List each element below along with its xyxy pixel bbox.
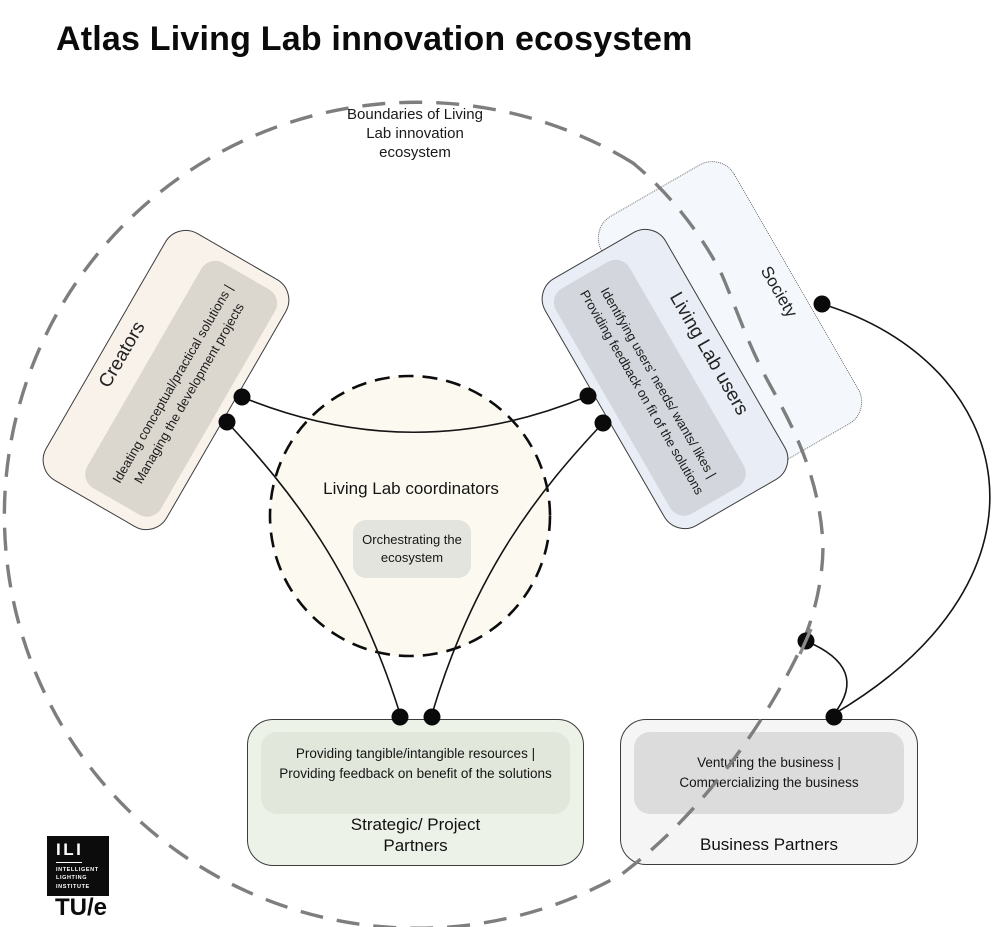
boundary-label: Boundaries of Living Lab innovation ecos… (322, 105, 508, 163)
business-activities-panel: Venturing the business | Commercializing… (634, 732, 904, 814)
coordinators-activity-line: ecosystem (380, 550, 444, 565)
connection-dot-boundary (797, 632, 815, 650)
business-activity-line: Venturing the business | (697, 754, 841, 770)
edge-creators-users (241, 395, 589, 434)
creators-activity-line: Ideating conceptual/practical solutions … (109, 281, 236, 486)
page-title: Atlas Living Lab innovation ecosystem (56, 20, 693, 58)
boundary-dash-over-dot (798, 628, 813, 655)
business-label: Business Partners (700, 834, 838, 854)
coordinators-label: Living Lab coordinators (323, 479, 499, 498)
strategic-activity-line: Providing tangible/intangible resources … (295, 746, 536, 761)
strategic-label: Strategic/ Project Partners (350, 814, 481, 855)
node-creators: Creators Ideating conceptual/practical s… (33, 221, 299, 539)
edge-society-business (821, 303, 991, 715)
node-business-partners: Venturing the business | Commercializing… (620, 719, 918, 865)
business-activity-line: Commercializing the business (679, 775, 859, 790)
edge-boundary-business (805, 640, 848, 715)
coordinators-activity-panel: Orchestrating the ecosystem (353, 520, 471, 578)
ili-logo-text: INTELLIGENT LIGHTING INSTITUTE (56, 866, 99, 890)
coordinators-activity-line: Orchestrating the (362, 531, 462, 547)
tue-logo: TU/e (55, 894, 108, 921)
boundary-label-line: ecosystem (379, 144, 451, 162)
node-strategic-project-partners: Providing tangible/intangible resources … (247, 719, 584, 866)
ili-logo-acronym: ILI (56, 840, 84, 859)
connection-dot-society (813, 295, 831, 313)
coordinators-circle (268, 374, 552, 658)
ili-logo-rule (56, 861, 82, 863)
strategic-activities-panel: Providing tangible/intangible resources … (261, 732, 570, 814)
boundary-label-line: Boundaries of Living (347, 106, 483, 123)
boundary-label-line: Lab innovation (366, 125, 464, 143)
strategic-activity-line: Providing feedback on benefit of the sol… (279, 766, 552, 782)
ili-logo: ILI INTELLIGENT LIGHTING INSTITUTE (47, 836, 109, 896)
